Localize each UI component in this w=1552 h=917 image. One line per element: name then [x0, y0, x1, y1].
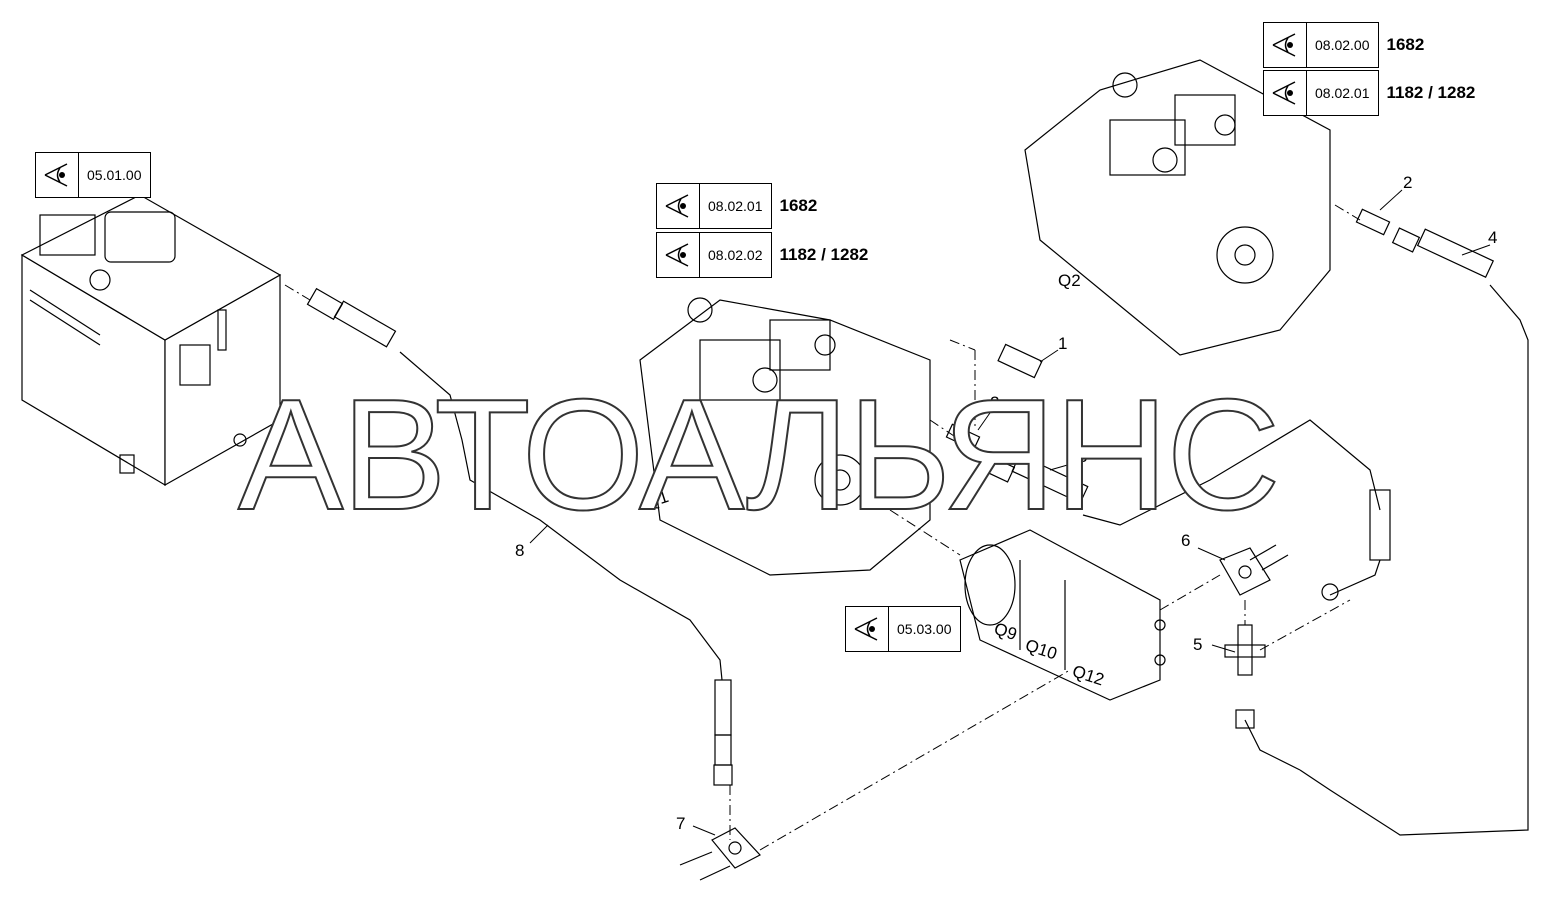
- callout-5: 5: [1193, 635, 1203, 654]
- callout-8: 8: [515, 541, 525, 560]
- fitting-1: [997, 343, 1043, 379]
- callout-7: 7: [676, 814, 686, 833]
- pump-q2: [1024, 59, 1331, 356]
- reference-model: 1182 / 1282: [1386, 83, 1476, 102]
- callout-3: 3: [1078, 447, 1088, 466]
- reference-05-03-00[interactable]: 05.03.00: [845, 606, 969, 652]
- callout-4: 4: [1488, 228, 1498, 247]
- reference-08-02-00[interactable]: 08.02.00 1682: [1263, 22, 1424, 68]
- eye-icon: [657, 233, 700, 277]
- tee-5: [1224, 624, 1266, 676]
- pump-q1: [639, 297, 931, 576]
- eye-icon: [1264, 71, 1307, 115]
- reference-model: 1182 / 1282: [779, 245, 869, 264]
- eye-icon: [657, 184, 700, 228]
- reference-code: 08.02.02: [708, 247, 763, 263]
- callout-2: 2: [1403, 173, 1413, 192]
- flange-7: [679, 827, 761, 881]
- eye-icon: [846, 607, 889, 651]
- callout-1: 1: [1058, 334, 1068, 353]
- label-q2: Q2: [1058, 271, 1081, 290]
- reference-08-02-02[interactable]: 08.02.02 1182 / 1282: [656, 232, 868, 278]
- hose-4: [1235, 227, 1529, 836]
- reference-08-02-01[interactable]: 08.02.01 1682: [656, 183, 817, 229]
- connection-lines: [284, 204, 1361, 851]
- reference-05-01-00[interactable]: 05.01.00: [35, 152, 159, 198]
- reference-code: 08.02.01: [1315, 85, 1370, 101]
- flange-6: [1219, 544, 1289, 596]
- hydraulic-tank: [20, 194, 282, 487]
- reference-code: 05.03.00: [897, 621, 952, 637]
- hose-8: [306, 287, 733, 786]
- fitting-2-upper: [1355, 208, 1391, 236]
- reference-code: 08.02.01: [708, 198, 763, 214]
- reference-model: 1682: [779, 196, 818, 215]
- reference-08-02-01-right[interactable]: 08.02.01 1182 / 1282: [1263, 70, 1475, 116]
- reference-code: 05.01.00: [87, 167, 142, 183]
- callout-6: 6: [1181, 531, 1191, 550]
- eye-icon: [1264, 23, 1307, 67]
- reference-model: 1682: [1386, 35, 1425, 54]
- callout-2: 2: [990, 393, 1000, 412]
- fitting-2-lower: [945, 423, 981, 451]
- reference-code: 08.02.00: [1315, 37, 1370, 53]
- hose-3: [986, 419, 1391, 601]
- gear-pump: [959, 529, 1166, 701]
- leader-lines: [529, 189, 1491, 836]
- eye-icon: [36, 153, 79, 197]
